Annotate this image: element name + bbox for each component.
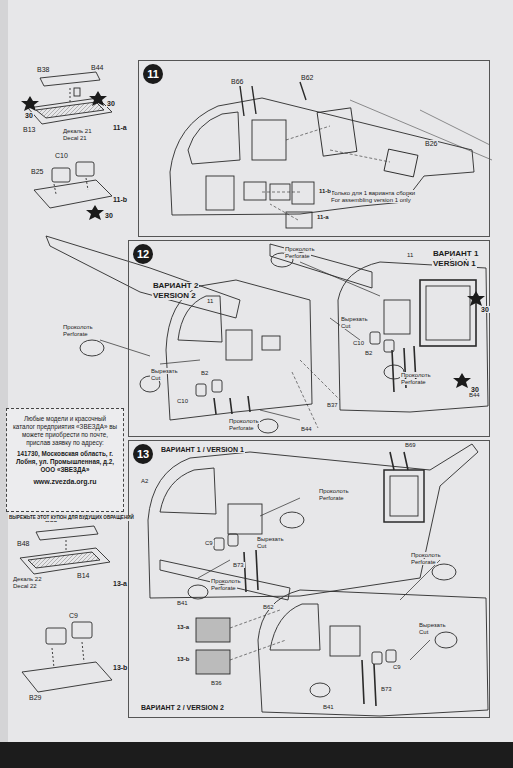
part-number: B25 [30,168,44,175]
part-number: C10 [352,340,365,346]
callout-label: 30 [104,212,114,219]
callout-label: Вырезать [340,316,369,322]
callout-label: Perforate [400,379,427,385]
callout-label: 11-a [112,124,128,131]
part-number: B41 [176,600,189,606]
part-number: A2 [140,478,149,484]
callout-label: Вырезать [150,368,179,374]
callout-label: Проколоть [410,552,442,558]
callout-label: 11-b [112,196,128,203]
part-number: B36 [210,680,223,686]
callout-label: VERSION 2 [152,292,197,300]
callout-label: Вырезать [256,536,285,542]
callout-label: Perforate [62,331,89,337]
callout-label: Проколоть [318,488,350,494]
part-number: C10 [176,398,189,404]
part-number: B13 [22,126,36,133]
part-number: B62 [300,74,314,81]
step-panel: 13 [128,440,490,718]
callout-label: ВАРИАНТ 2 / VERSION 2 [140,704,225,711]
callout-label: ВАРИАНТ 1 / VERSION 1 [160,446,245,453]
part-number: B62 [262,604,275,610]
part-number: B26 [424,140,438,147]
coupon-box: Любые модели и красочный каталог предпри… [6,408,124,512]
callout-label: 13-b [176,656,190,662]
callout-label: Perforate [318,495,345,501]
callout-label: Perforate [210,585,237,591]
callout-label: 11 [206,298,214,304]
part-number: B44 [300,426,313,432]
callout-label: Только для 1 варианта сборки [330,190,416,196]
callout-label: 11-a [316,214,330,220]
part-number: B14 [76,572,90,579]
callout-label: ВЫРЕЖЬТЕ ЭТОТ КУПОН ДЛЯ БУДУЩИХ ОБРАЩЕНИ… [8,516,135,521]
part-number: B44 [90,64,104,71]
callout-label: 13-a [112,580,128,587]
callout-label: 13-a [176,624,190,630]
callout-label: Декаль 21 [62,128,92,134]
step-number: 11 [143,64,163,84]
part-number: B2 [364,350,373,356]
callout-label: Decal 21 [62,135,88,141]
part-number: B73 [380,686,393,692]
callout-label: Вырезать [418,622,447,628]
callout-label: Decal 22 [12,583,38,589]
step-number: 13 [133,444,153,464]
part-number: C10 [54,152,69,159]
callout-label: Проколоть [284,246,316,252]
part-number: B73 [232,562,245,568]
part-number: C9 [68,612,79,619]
callout-label: 30 [24,112,34,119]
step-panel: 11 [138,60,490,237]
callout-label: Проколоть [228,418,260,424]
callout-label: Декаль 22 [12,576,42,582]
callout-label: For assembling version 1 only [330,197,412,203]
callout-label: 11-b [318,188,332,194]
callout-label: Perforate [284,253,311,259]
part-number: C9 [392,664,402,670]
coupon-text: www.zvezda.org.ru [12,478,118,487]
part-number: B37 [326,402,339,408]
callout-label: ВАРИАНТ 1 [432,250,479,258]
step-panel: 12 [128,240,490,437]
callout-label: Проколоть [210,578,242,584]
callout-label: 30 [480,306,490,313]
coupon-text: Любые модели и красочный каталог предпри… [12,415,118,446]
callout-label: 11 [406,252,414,258]
callout-label: Cut [340,323,351,329]
coupon-text: 141730, Московская область, г. Лобня, ул… [12,450,118,474]
step-number: 12 [133,244,153,264]
callout-label: Perforate [410,559,437,565]
part-number: B38 [36,66,50,73]
callout-label: Cut [256,543,267,549]
callout-label: Проколоть [400,372,432,378]
part-number: B41 [322,704,335,710]
part-number: B66 [230,78,244,85]
part-number: B48 [16,540,30,547]
callout-label: VERSION 1 [432,260,477,268]
callout-label: Perforate [228,425,255,431]
part-number: C9 [204,540,214,546]
callout-label: 30 [470,386,480,393]
callout-label: Cut [418,629,429,635]
part-number: B29 [28,694,42,701]
part-number: B2 [200,370,209,376]
callout-label: ВАРИАНТ 2 [152,282,199,290]
part-number: B69 [404,442,417,448]
callout-label: Проколоть [62,324,94,330]
callout-label: 30 [106,100,116,107]
callout-label: Cut [150,375,161,381]
callout-label: 13-b [112,664,128,671]
